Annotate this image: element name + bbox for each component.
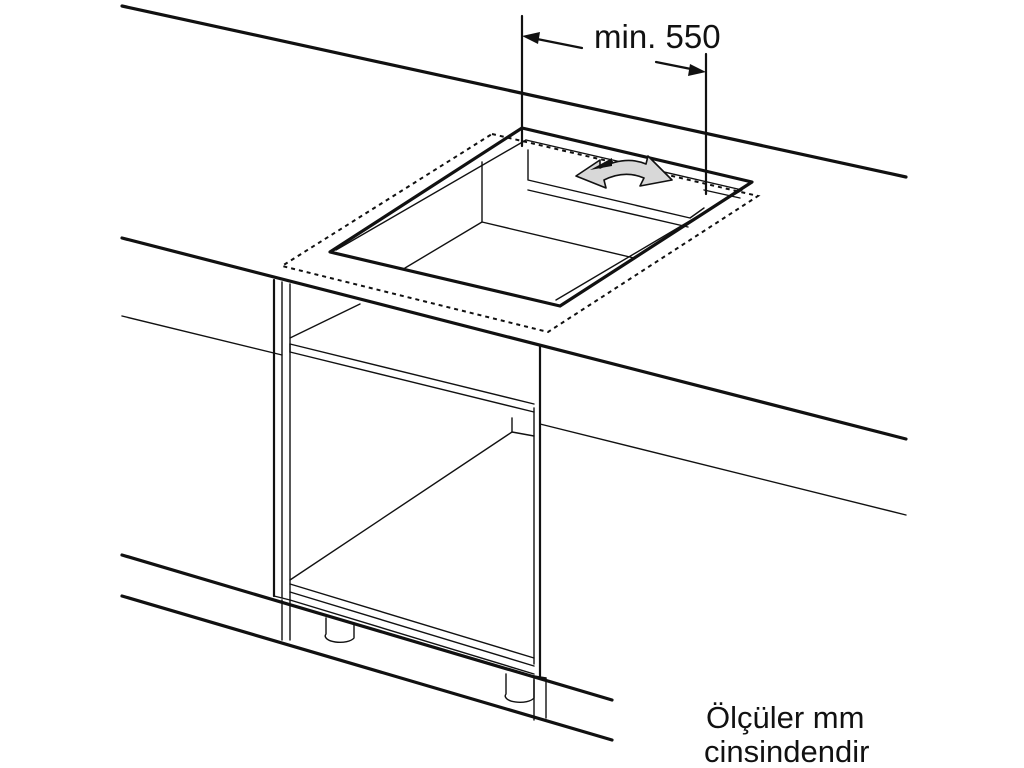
- units-note-line2: cinsindendir: [704, 734, 869, 768]
- base-cabinet: [272, 278, 547, 721]
- double-arrow-icon: [575, 155, 673, 189]
- cutout-floor-left: [404, 221, 483, 269]
- cabinet-foot-right: [504, 673, 535, 704]
- plinth-line-upper: [120, 553, 614, 702]
- cabinet-foot-left: [324, 617, 355, 644]
- cutout-floor-back: [481, 221, 635, 259]
- worktop-cutout: [328, 126, 754, 308]
- cutout-back-ledge: [527, 149, 705, 219]
- cutout-ledge-side: [703, 189, 741, 199]
- plinth-line-lower: [120, 594, 614, 742]
- worktop-lower-edge-right: [539, 423, 907, 516]
- wall-top-edge: [120, 4, 908, 179]
- hob-outline-dashed: [279, 132, 761, 334]
- cutout-inner-rim: [525, 139, 743, 301]
- units-note-line1: Ölçüler mm: [706, 700, 864, 735]
- cutout-inner-left: [335, 139, 527, 251]
- worktop-front-edge: [120, 236, 908, 441]
- worktop-lower-edge-left: [121, 315, 283, 356]
- dimension-arrow-icon: [522, 32, 706, 76]
- dimension-label: min. 550: [594, 18, 721, 55]
- cutout-ledge-front: [527, 189, 689, 228]
